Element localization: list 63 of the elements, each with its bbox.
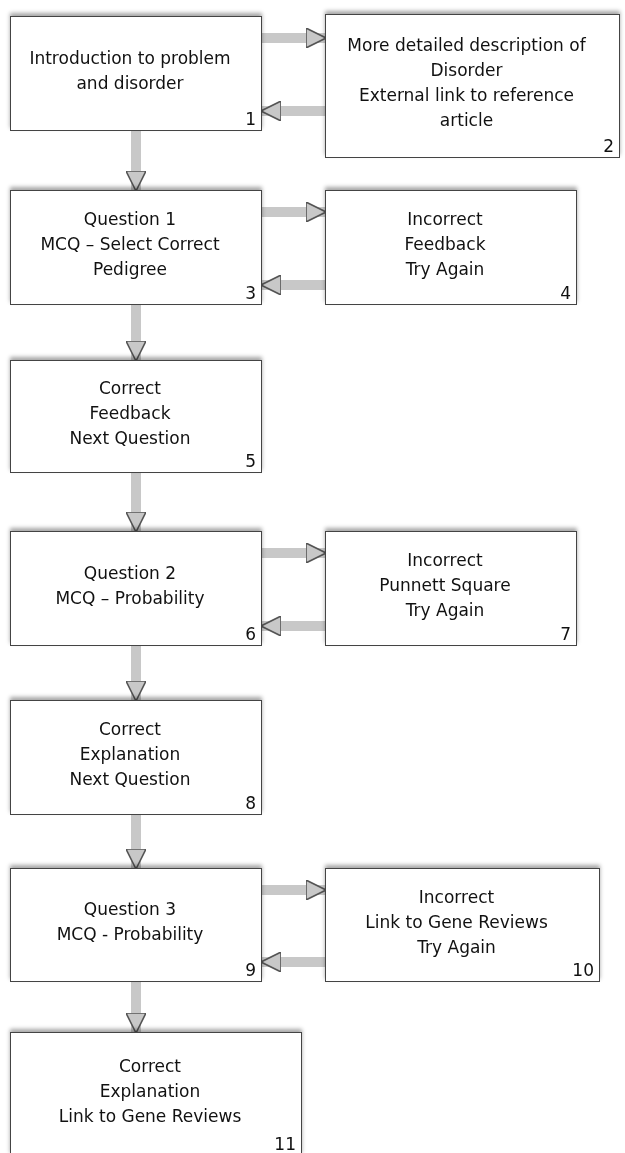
box-text: Incorrect [407, 208, 483, 231]
block-arrow [260, 951, 325, 973]
block-arrow [260, 615, 325, 637]
box-text: Link to Gene Reviews [58, 1104, 242, 1128]
block-arrow [125, 305, 147, 362]
step-number: 3 [245, 283, 256, 303]
block-arrow [125, 473, 147, 533]
box-text: Feedback [404, 233, 486, 256]
box-text: Incorrect [418, 885, 495, 909]
process-box [10, 16, 262, 131]
step-number: 8 [245, 793, 256, 813]
process-box [10, 700, 262, 815]
box-text: MCQ – Probability [55, 586, 205, 610]
box-text: MCQ - Probability [56, 923, 204, 946]
box-text: Try Again [405, 258, 485, 281]
step-number: 4 [560, 283, 571, 303]
box-text: MCQ – Select Correct Pedigree [39, 233, 221, 281]
step-number: 1 [245, 109, 256, 129]
box-text: Correct [118, 1054, 182, 1078]
box-text: Correct [98, 718, 162, 741]
block-arrow [125, 982, 147, 1034]
step-number: 2 [603, 136, 614, 156]
process-box [10, 531, 262, 646]
box-text: External link to reference article [357, 84, 576, 132]
block-arrow [260, 274, 325, 296]
box-text: Punnett Square [379, 574, 511, 597]
box-text: Next Question [69, 427, 191, 450]
process-box [10, 360, 262, 473]
process-box [325, 14, 620, 158]
box-text: Incorrect [407, 549, 483, 572]
process-box [10, 190, 262, 305]
process-box [325, 531, 577, 646]
process-box [10, 1032, 302, 1153]
step-number: 9 [245, 960, 256, 980]
box-text: Explanation [79, 743, 181, 766]
box-text: Question 1 [83, 208, 177, 231]
box-text: More detailed description of Disorder [346, 34, 587, 82]
box-text: Explanation [99, 1079, 201, 1103]
box-text: Link to Gene Reviews [365, 910, 548, 934]
box-text: Next Question [69, 768, 191, 791]
block-arrow [125, 815, 147, 870]
step-number: 5 [245, 451, 256, 471]
box-text: Correct [98, 377, 162, 400]
box-text: Question 2 [83, 561, 177, 585]
box-text: Feedback [89, 402, 171, 425]
block-arrow [125, 646, 147, 702]
block-arrow [262, 879, 327, 901]
box-text: Try Again [417, 935, 496, 959]
block-arrow [262, 201, 327, 223]
block-arrow [260, 100, 325, 122]
box-text: Question 3 [83, 898, 177, 921]
step-number: 10 [572, 960, 594, 980]
block-arrow [262, 542, 327, 564]
step-number: 6 [245, 624, 256, 644]
block-arrow [125, 131, 147, 192]
box-text: Try Again [405, 599, 485, 622]
process-box [10, 868, 262, 982]
step-number: 7 [560, 624, 571, 644]
step-number: 11 [274, 1134, 296, 1153]
box-text: Introduction to problem and disorder [28, 46, 232, 95]
block-arrow [262, 27, 327, 49]
process-box [325, 190, 577, 305]
process-box [325, 868, 600, 982]
